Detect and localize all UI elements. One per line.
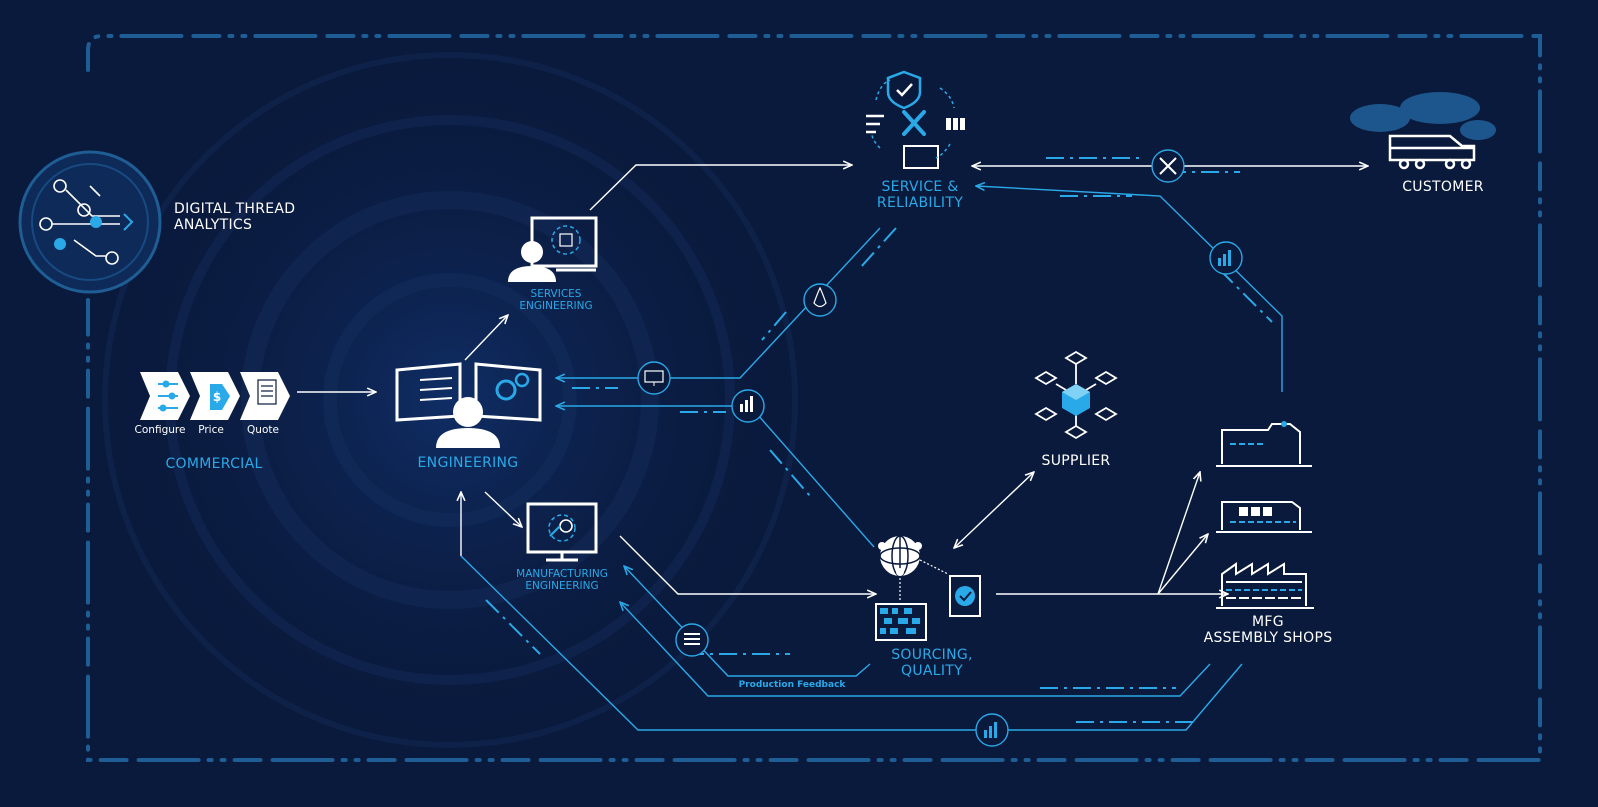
manufacturing-engineering-label-line1: MANUFACTURING <box>516 568 608 580</box>
customer-icon <box>1350 92 1496 170</box>
quote-label: Quote <box>247 424 279 436</box>
service-reliability-label: SERVICE & RELIABILITY <box>877 179 963 211</box>
mfg-assembly-label: MFG ASSEMBLY SHOPS <box>1204 614 1333 646</box>
sourcing-quality-label: SOURCING, QUALITY <box>891 647 973 679</box>
connector-badges <box>637 149 1243 747</box>
service-reliability-label-line2: RELIABILITY <box>876 195 964 212</box>
services-engineering-icon <box>508 216 598 282</box>
manufacturing-engineering-label: MANUFACTURING ENGINEERING <box>516 568 608 592</box>
dashed-frame <box>86 34 1542 762</box>
commercial-label: COMMERCIAL <box>165 456 263 472</box>
manufacturing-engineering-icon <box>526 502 598 562</box>
supplier-label: SUPPLIER <box>1041 453 1111 469</box>
growth-chart-icon <box>731 389 765 423</box>
services-engineering-label-line2: ENGINEERING <box>519 300 593 313</box>
digital-thread-icon <box>18 150 162 294</box>
factory-building-3 <box>1216 562 1314 609</box>
services-engineering-label: SERVICES ENGINEERING <box>519 288 592 312</box>
locomotive-icon <box>1388 134 1476 170</box>
configure-icon <box>158 380 178 412</box>
mfg-buildings-icon <box>1216 421 1314 609</box>
document-list-icon <box>675 623 709 657</box>
supplier-icon <box>1034 350 1118 440</box>
service-reliability-icon <box>866 70 965 169</box>
services-engineering-label-line1: SERVICES <box>530 288 582 300</box>
monitor-icon <box>637 361 671 395</box>
commercial-chevrons: $ <box>140 372 290 420</box>
mfg-assembly-label-line1: MFG <box>1252 614 1284 630</box>
tools-icon <box>1151 149 1185 183</box>
manufacturing-engineering-label-line2: ENGINEERING <box>525 580 599 593</box>
digital-thread-label: DIGITAL THREAD ANALYTICS <box>174 201 295 233</box>
factory-building-2 <box>1216 501 1312 533</box>
production-feedback-label: Production Feedback <box>738 680 846 690</box>
bar-chart-icon-bottom <box>975 713 1009 747</box>
configure-label: Configure <box>134 424 186 436</box>
customer-label: CUSTOMER <box>1402 179 1484 195</box>
sourcing-quality-icon <box>875 535 981 641</box>
price-label: Price <box>198 424 224 436</box>
quote-document-icon <box>257 379 277 405</box>
service-reliability-label-line1: SERVICE & <box>881 179 959 195</box>
engineering-icon <box>395 362 542 448</box>
factory-building-1 <box>1216 421 1312 467</box>
mfg-assembly-label-line2: ASSEMBLY SHOPS <box>1203 630 1333 647</box>
money-drop-icon <box>803 283 837 317</box>
svg-text:$: $ <box>213 390 221 404</box>
price-tag-icon: $ <box>210 384 230 410</box>
engineering-label: ENGINEERING <box>417 455 519 471</box>
digital-thread-label-line2: ANALYTICS <box>174 217 253 234</box>
sourcing-quality-label-line1: SOURCING, <box>891 647 973 663</box>
digital-thread-label-line1: DIGITAL THREAD <box>174 201 296 217</box>
bar-chart-icon <box>1209 241 1243 275</box>
sourcing-quality-label-line2: QUALITY <box>901 663 963 680</box>
